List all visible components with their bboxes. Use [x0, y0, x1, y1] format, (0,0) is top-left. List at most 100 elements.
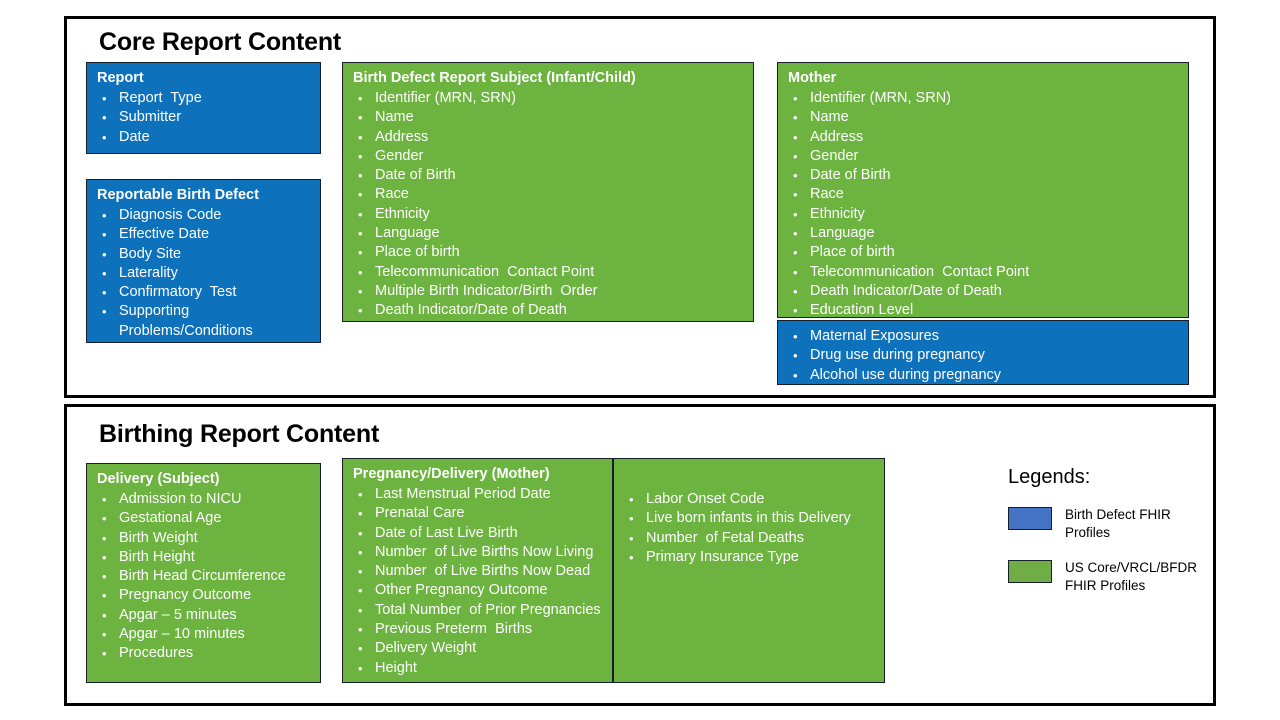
list-item-label: Diagnosis Code: [119, 207, 222, 223]
list-item: • Place of birth: [778, 243, 1188, 262]
list-item-label: Telecommunication Contact Point: [375, 263, 595, 280]
list-item: •Diagnosis Code: [87, 206, 320, 225]
list-item: •Date of Birth: [343, 166, 753, 185]
list-item-label: Place of birth: [375, 244, 460, 261]
list-item-label: Drug use during pregnancy: [810, 347, 985, 364]
legend-title: Legends:: [1008, 466, 1091, 488]
list-item: •Other Pregnancy Outcome: [343, 581, 612, 600]
list-item-label: Submitter: [119, 109, 182, 126]
card-report-title: Report: [97, 70, 144, 86]
card-mother[interactable]: Mother •Identifier (MRN, SRN) • Name • Addre…: [777, 62, 1189, 318]
bullet-icon: •: [793, 348, 798, 364]
list-item-label: Live born infants in this Delivery: [646, 510, 851, 527]
bullet-icon: •: [102, 569, 107, 585]
list-item: • Drug use during pregnancy: [778, 346, 1188, 365]
card-pregnancy-delivery-mother-title: Pregnancy/Delivery (Mother): [353, 466, 550, 482]
bullet-icon: •: [102, 265, 107, 281]
list-item: •Identifier (MRN, SRN): [778, 89, 1188, 108]
list-item-label: Race: [375, 186, 409, 203]
bullet-icon: •: [102, 549, 107, 565]
list-item: •Gestational Age: [87, 509, 320, 528]
list-item-label: Gestational Age: [119, 510, 222, 527]
birthing-report-content-title: Birthing Report Content: [99, 420, 380, 448]
card-birth-defect-report-subject[interactable]: Birth Defect Report Subject (Infant/Chil…: [342, 62, 754, 322]
bullet-icon: •: [793, 283, 798, 299]
list-item: •Procedures: [87, 644, 320, 663]
list-item: •Effective Date: [87, 225, 320, 244]
list-item-label: Language: [810, 225, 875, 242]
list-item: •Gender: [778, 147, 1188, 166]
list-item: •Address: [343, 128, 753, 147]
list-item-label: Address: [375, 128, 429, 145]
list-item: •Identifier (MRN, SRN): [343, 89, 753, 108]
bullet-icon: •: [358, 283, 363, 299]
list-item-label: Place of birth: [810, 244, 895, 261]
list-item-label: Address: [810, 128, 864, 145]
bullet-icon: •: [358, 564, 363, 580]
card-reportable-birth-defect[interactable]: Reportable Birth Defect •Diagnosis Code•…: [86, 179, 321, 343]
card-birth-defect-report-subject-title: Birth Defect Report Subject (Infant/Chil…: [353, 70, 636, 86]
list-item-label: Death Indicator/Date of Death: [375, 302, 567, 319]
bullet-icon: •: [793, 245, 798, 261]
list-item-label: Education Level: [810, 302, 914, 318]
card-maternal-exposures[interactable]: • Maternal Exposures • Drug use during preg…: [777, 320, 1189, 385]
bullet-icon: •: [629, 549, 634, 565]
list-item-label: Supporting Problems/Conditions: [119, 303, 253, 339]
legend-color-swatch: [1008, 560, 1052, 583]
list-item: •Number of Fetal Deaths: [614, 529, 884, 548]
list-item-label: Last Menstrual Period Date: [375, 486, 551, 502]
card-delivery-subject-title: Delivery (Subject): [97, 471, 220, 487]
list-item: •Supporting Problems/Conditions: [87, 302, 320, 341]
card-pregnancy-delivery-mother[interactable]: Pregnancy/Delivery (Mother) •Last Menstr…: [342, 458, 613, 683]
card-pregnancy-delivery-mother-continued[interactable]: • Labor Onset Code • Live born infants in t…: [613, 458, 885, 683]
list-item-label: Death Indicator/Date of Death: [810, 282, 1002, 299]
bullet-icon: •: [793, 110, 798, 126]
list-item: • Gender: [343, 147, 753, 166]
list-item-label: Gender: [810, 147, 859, 164]
list-item-label: Number of Fetal Deaths: [646, 529, 804, 546]
card-mother-title: Mother: [788, 70, 837, 86]
list-item-label: Previous Preterm Births: [375, 621, 533, 638]
list-item: •Birth Head Circumference: [87, 567, 320, 586]
bullet-icon: •: [358, 264, 363, 280]
list-item: •Race: [778, 185, 1188, 204]
bullet-icon: •: [793, 264, 798, 280]
list-item: •Last Menstrual Period Date: [343, 485, 612, 504]
list-item-label: Height: [375, 659, 417, 676]
card-reportable-birth-defect-list: •Diagnosis Code•Effective Date•Body Site…: [87, 206, 320, 341]
list-item: •Death Indicator/Date of Death: [343, 301, 753, 320]
bullet-icon: •: [358, 660, 363, 676]
bullet-icon: •: [629, 492, 634, 507]
list-item-label: Identifier (MRN, SRN): [375, 90, 516, 106]
list-item-label: Gender: [375, 147, 424, 164]
list-item-label: Apgar – 10 minutes: [119, 626, 245, 643]
bullet-icon: •: [358, 148, 363, 164]
list-item-label: Admission to NICU: [119, 491, 242, 507]
card-delivery-subject[interactable]: Delivery (Subject) •Admission to NICU•Ge…: [86, 463, 321, 683]
list-item-label: Alcohol use during pregnancy: [810, 366, 1002, 383]
list-item-label: Laterality: [119, 264, 178, 281]
bullet-icon: •: [102, 285, 107, 301]
list-item: •Birth Height: [87, 548, 320, 567]
card-report[interactable]: Report •Report Type•Submitter•Date: [86, 62, 321, 154]
list-item-label: Labor Onset Code: [646, 491, 765, 507]
bullet-icon: •: [629, 511, 634, 527]
list-item-label: Number of Live Births Now Dead: [375, 563, 591, 580]
card-pregnancy-delivery-mother-continued-list: • Labor Onset Code • Live born infants in t…: [614, 490, 884, 567]
list-item: •Body Site: [87, 245, 320, 264]
list-item-label: Maternal Exposures: [810, 328, 939, 344]
list-item: •Date of Birth: [778, 166, 1188, 185]
card-reportable-birth-defect-title: Reportable Birth Defect: [97, 187, 259, 203]
legend-color-swatch: [1008, 507, 1052, 530]
bullet-icon: •: [358, 583, 363, 599]
card-delivery-subject-list: •Admission to NICU•Gestational Age•Birth…: [87, 490, 320, 664]
bullet-icon: •: [793, 129, 798, 145]
bullet-icon: •: [358, 602, 363, 618]
legend-entry-label: US Core/VRCL/BFDR FHIR Profiles: [1065, 560, 1198, 593]
list-item-label: Prenatal Care: [375, 505, 465, 522]
list-item-label: Apgar – 5 minutes: [119, 606, 237, 623]
list-item-label: Name: [810, 109, 849, 126]
list-item: •Number of Live Births Now Living: [343, 543, 612, 562]
bullet-icon: •: [102, 227, 107, 243]
